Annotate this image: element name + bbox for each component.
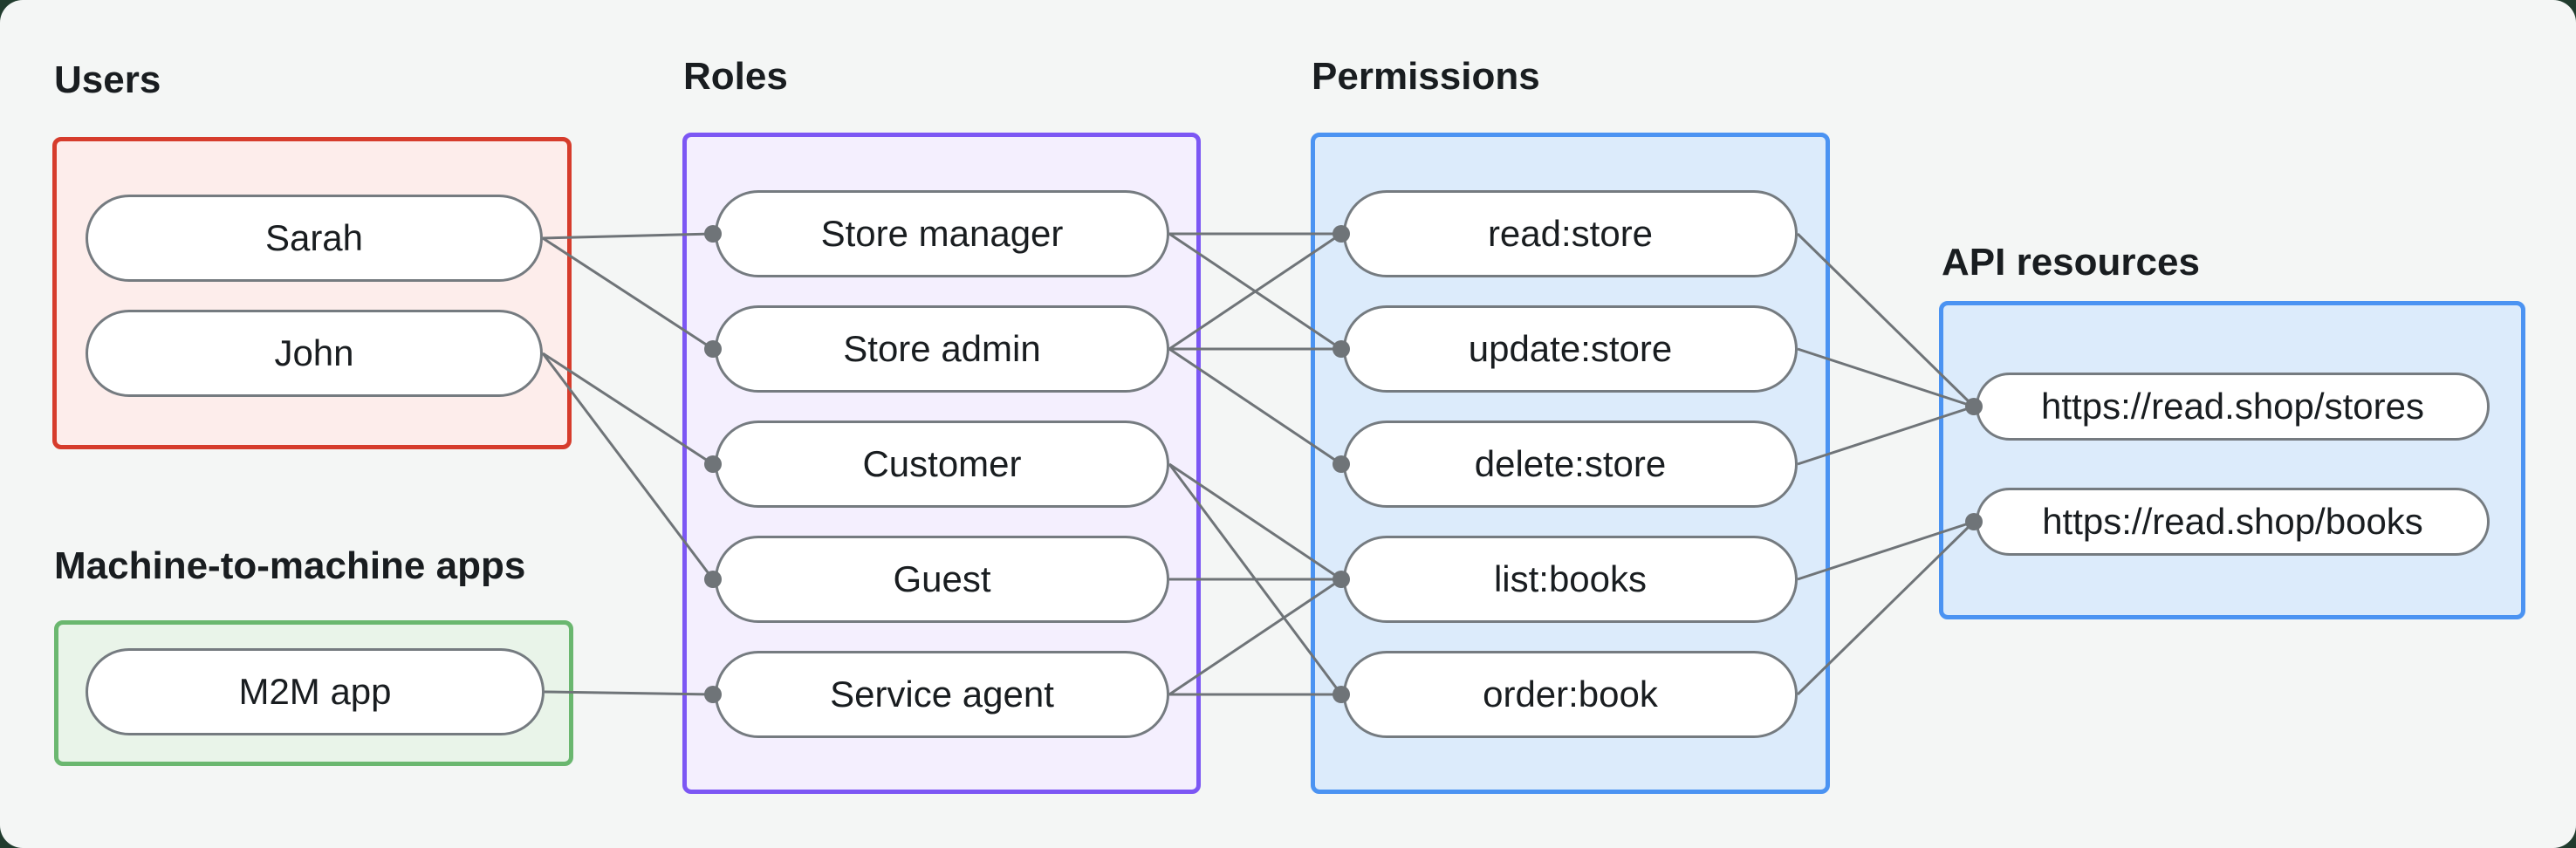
node-store-manager: Store manager — [715, 190, 1169, 277]
edge-store-admin-to-delete-store — [1168, 347, 1342, 466]
edge-sarah-to-store-manager — [542, 232, 714, 240]
api-resources-group-box — [1939, 301, 2525, 619]
edge-sarah-to-store-admin — [542, 236, 714, 351]
node-books: https://read.shop/books — [1976, 488, 2490, 556]
connector-dot-update-store — [1333, 340, 1350, 358]
users-group-box — [52, 137, 572, 449]
connector-dot-store-manager — [704, 225, 722, 243]
node-stores: https://read.shop/stores — [1976, 373, 2490, 441]
node-order-book: order:book — [1343, 651, 1798, 738]
node-john: John — [86, 310, 543, 397]
node-customer: Customer — [715, 421, 1169, 508]
edge-store-admin-to-read-store — [1168, 232, 1342, 351]
edge-john-to-guest — [541, 352, 715, 580]
node-list-books: list:books — [1343, 536, 1798, 623]
connector-dot-order-book — [1333, 686, 1350, 703]
connector-dot-store-admin — [704, 340, 722, 358]
edge-order-book-to-books — [1796, 520, 1976, 696]
connector-dot-stores — [1965, 398, 1983, 415]
roles-label: Roles — [683, 55, 788, 98]
api-resources-label: API resources — [1942, 241, 2200, 284]
connector-dot-books — [1965, 513, 1983, 530]
permissions-label: Permissions — [1312, 55, 1540, 98]
node-delete-store: delete:store — [1343, 421, 1798, 508]
connector-dot-list-books — [1333, 571, 1350, 588]
edge-john-to-customer — [542, 352, 714, 466]
edge-delete-store-to-stores — [1797, 405, 1975, 466]
edge-customer-to-list-books — [1168, 462, 1342, 581]
users-label: Users — [54, 58, 161, 101]
connector-dot-read-store — [1333, 225, 1350, 243]
connector-dot-guest — [704, 571, 722, 588]
node-service-agent: Service agent — [715, 651, 1169, 738]
connector-dot-delete-store — [1333, 455, 1350, 473]
edge-list-books-to-books — [1797, 520, 1975, 581]
node-store-admin: Store admin — [715, 305, 1169, 393]
m2m-apps-label: Machine-to-machine apps — [54, 544, 526, 587]
node-guest: Guest — [715, 536, 1169, 623]
node-read-store: read:store — [1343, 190, 1798, 277]
node-update-store: update:store — [1343, 305, 1798, 393]
node-sarah: Sarah — [86, 195, 543, 282]
edge-update-store-to-stores — [1797, 347, 1975, 408]
node-m2m-app: M2M app — [86, 648, 545, 735]
connector-dot-service-agent — [704, 686, 722, 703]
edge-read-store-to-stores — [1796, 232, 1976, 408]
connector-dot-customer — [704, 455, 722, 473]
edge-service-agent-to-list-books — [1168, 578, 1342, 696]
edge-m2m-app-to-service-agent — [544, 690, 714, 696]
